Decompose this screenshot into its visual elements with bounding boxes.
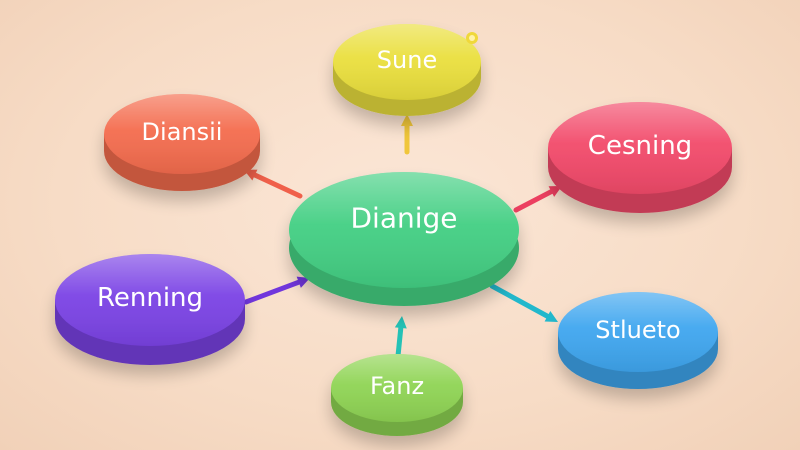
node-gloss xyxy=(558,292,718,372)
node-fanz[interactable]: Fanz xyxy=(331,354,463,436)
connector-line xyxy=(513,189,554,213)
connector-line xyxy=(252,172,303,199)
connector-line xyxy=(395,325,404,359)
node-stlueto[interactable]: Stlueto xyxy=(558,292,718,389)
node-sune[interactable]: Sune xyxy=(333,24,481,116)
connector-sune xyxy=(401,114,413,155)
connector-layer xyxy=(243,114,562,359)
node-diansii[interactable]: Diansii xyxy=(104,94,260,191)
connector-fanz xyxy=(394,316,407,359)
node-gloss xyxy=(331,354,463,422)
node-gloss xyxy=(333,24,481,100)
connector-renning xyxy=(243,276,310,305)
node-renning[interactable]: Renning xyxy=(55,254,245,365)
decorative-dot xyxy=(466,32,478,44)
connector-line xyxy=(243,279,302,305)
arrow-head-icon xyxy=(544,310,558,322)
connector-stlueto xyxy=(489,283,558,322)
arrow-head-icon xyxy=(548,186,562,197)
node-label-renning: Renning xyxy=(97,283,203,313)
node-label-cesning: Cesning xyxy=(588,131,692,161)
node-gloss xyxy=(548,102,732,194)
center-node[interactable]: Dianige xyxy=(289,172,519,306)
connector-cesning xyxy=(513,186,562,213)
arrow-head-icon xyxy=(401,114,413,126)
center-node-label: Dianige xyxy=(350,202,457,235)
connector-line xyxy=(489,283,550,319)
center-node-gloss xyxy=(289,172,519,288)
node-label-diansii: Diansii xyxy=(142,118,223,146)
connector-diansii xyxy=(244,169,303,199)
node-gloss xyxy=(55,254,245,346)
node-cesning[interactable]: Cesning xyxy=(548,102,732,213)
node-label-fanz: Fanz xyxy=(370,372,424,400)
node-label-stlueto: Stlueto xyxy=(595,316,680,344)
node-gloss xyxy=(104,94,260,174)
arrow-head-icon xyxy=(296,276,310,288)
node-label-sune: Sune xyxy=(377,46,437,74)
arrow-head-icon xyxy=(394,316,407,329)
